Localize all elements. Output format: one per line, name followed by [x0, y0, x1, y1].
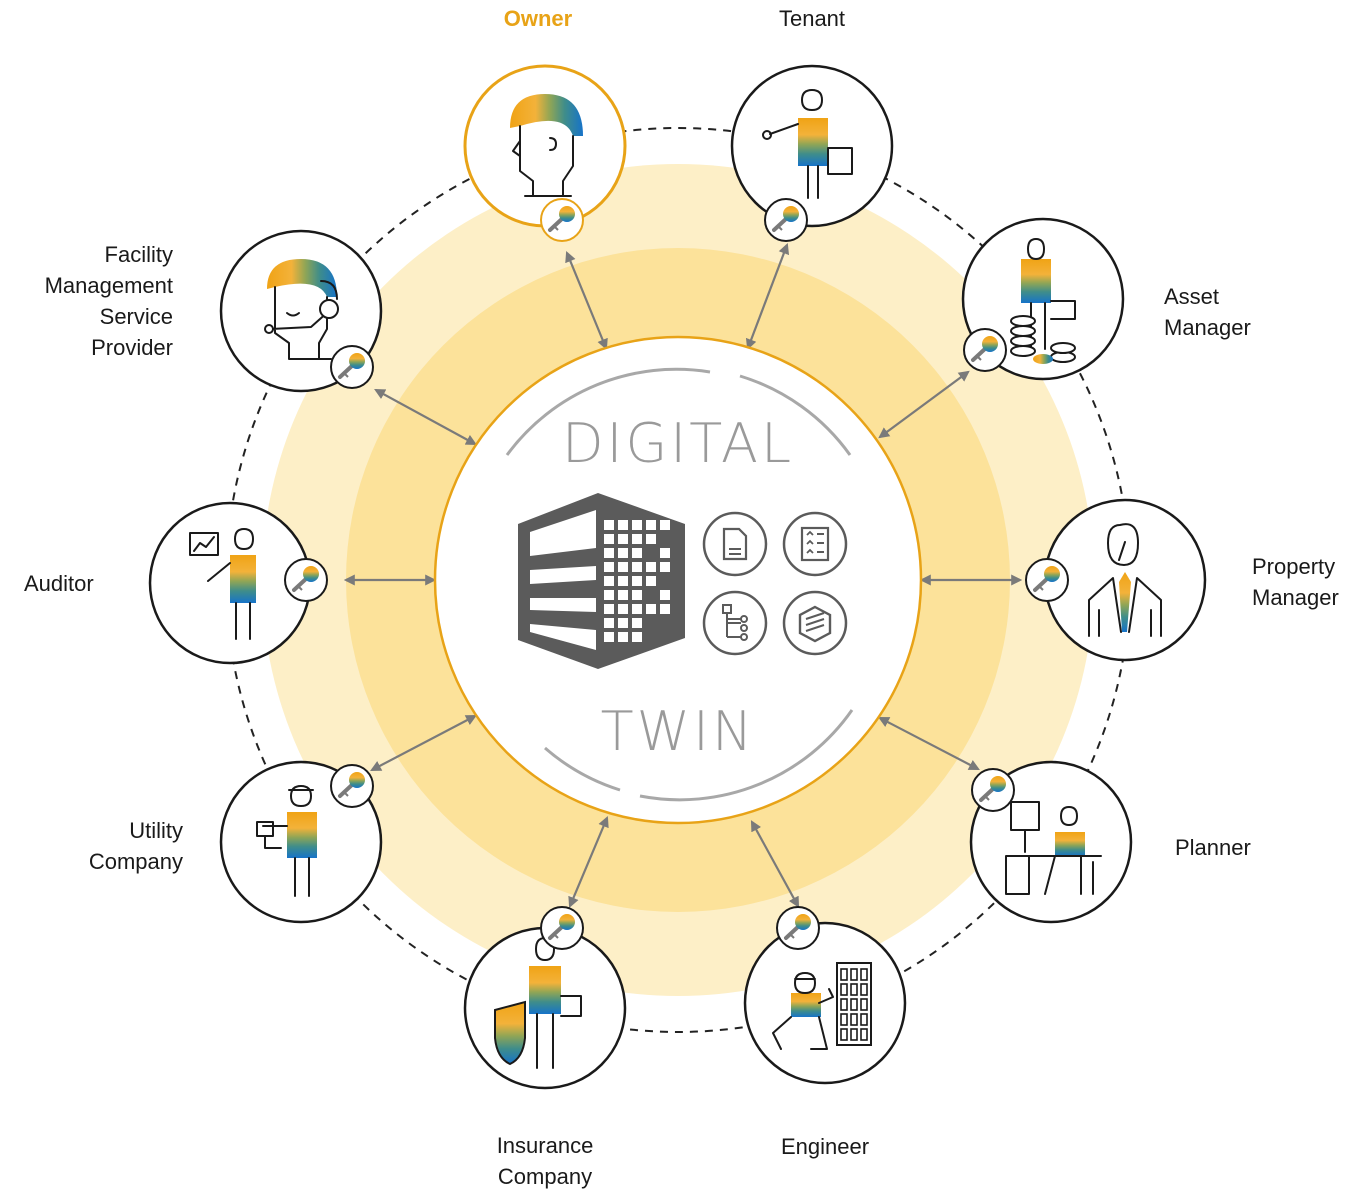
arrow-facility-management: [374, 388, 477, 446]
checklist-icon: [782, 511, 848, 577]
digital-label: DIGITAL: [562, 412, 794, 475]
label-planner: Planner: [1175, 835, 1251, 860]
figure-tenant: [762, 89, 853, 199]
label-engineer: Engineer: [780, 1134, 870, 1159]
role-node-tenant[interactable]: [730, 64, 894, 242]
arrow-asset-manager: [878, 370, 970, 439]
role-node-engineer[interactable]: [743, 906, 907, 1085]
label-utility-company: Utility Company: [88, 818, 183, 874]
key-icon[interactable]: [764, 198, 808, 242]
hierarchy-icon: [702, 590, 768, 656]
twin-label: TWIN: [601, 700, 756, 763]
key-icon[interactable]: [776, 906, 820, 950]
label-facility-management: Facility Management Service Provider: [44, 242, 173, 360]
label-tenant: Tenant: [778, 6, 846, 31]
cube-icon: [782, 590, 848, 656]
document-icon: [702, 511, 768, 577]
label-insurance-company: Insurance Company: [496, 1133, 594, 1189]
building-windows: [604, 520, 670, 642]
arrow-utility-company: [370, 714, 477, 772]
key-icon[interactable]: [540, 906, 584, 950]
role-node-asset-manager[interactable]: [961, 217, 1125, 381]
key-icon[interactable]: [330, 345, 374, 389]
arrow-engineer: [750, 820, 800, 908]
core-arc-bottom-left: [544, 746, 621, 792]
key-icon[interactable]: [330, 764, 374, 808]
role-node-auditor[interactable]: [148, 501, 328, 665]
arrow-insurance-company: [568, 815, 609, 909]
role-node-facility-management[interactable]: [219, 229, 383, 393]
role-node-insurance-company[interactable]: [463, 906, 627, 1090]
role-node-utility-company[interactable]: [219, 760, 383, 924]
figure-asset-manager: [1010, 238, 1076, 364]
arrow-owner: [565, 250, 608, 351]
figure-facility-management: [264, 259, 339, 360]
key-icon[interactable]: [284, 558, 328, 602]
figure-auditor: [189, 528, 256, 640]
label-owner: Owner: [503, 6, 573, 31]
label-asset-manager: Asset Manager: [1164, 284, 1251, 340]
connection-arrows: [343, 242, 1023, 909]
arrow-tenant: [745, 242, 790, 351]
label-property-manager: Property Manager: [1252, 554, 1339, 610]
figure-planner: [1005, 801, 1102, 895]
core-arc-top-left: [505, 367, 711, 456]
figure-utility-company: [256, 785, 317, 897]
key-icon[interactable]: [963, 328, 1007, 372]
core-arc-top-right: [739, 374, 852, 456]
role-node-owner[interactable]: [463, 64, 627, 242]
role-node-planner[interactable]: [969, 760, 1133, 924]
key-icon[interactable]: [1025, 558, 1069, 602]
figure-engineer: [772, 962, 872, 1050]
key-icon[interactable]: [540, 198, 584, 242]
arrow-planner: [878, 716, 980, 771]
core-arc-bottom-right: [639, 709, 854, 802]
key-icon[interactable]: [971, 768, 1015, 812]
role-node-property-manager[interactable]: [1025, 498, 1207, 662]
figure-owner: [510, 94, 583, 197]
building-icon: [518, 493, 685, 669]
figure-insurance-company: [494, 937, 582, 1069]
figure-property-manager: [1088, 523, 1162, 637]
label-auditor: Auditor: [24, 571, 94, 596]
